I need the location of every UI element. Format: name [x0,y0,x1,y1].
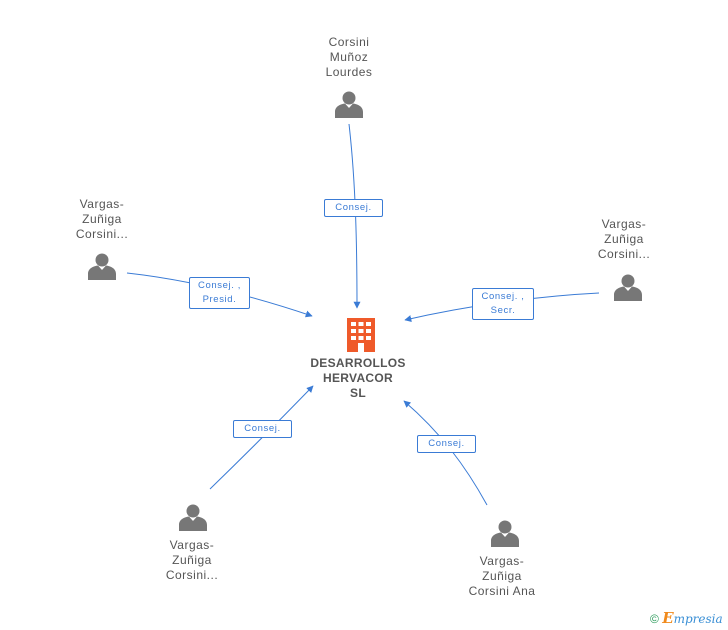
person-name-top[interactable]: Corsini Muñoz Lourdes [325,35,373,79]
person-icon[interactable] [614,274,642,302]
person-icon[interactable] [335,91,363,119]
edge-bottom-right [403,400,488,506]
person-icon[interactable] [179,504,207,532]
footer-credit: © Empresia [650,609,723,627]
edge-top [348,123,361,309]
role-badge-right[interactable]: Consej. , Secr. [472,288,534,320]
copyright-symbol: © [650,612,659,626]
role-badge-left[interactable]: Consej. , Presid. [189,277,250,309]
role-badge-bottom-right[interactable]: Consej. [417,435,476,453]
person-icon[interactable] [88,253,116,281]
empresia-logo[interactable]: Empresia [662,609,723,627]
company-name[interactable]: DESARROLLOS HERVACOR SL [310,356,406,400]
company-building-icon[interactable] [347,318,375,352]
person-name-left[interactable]: Vargas- Zuñiga Corsini... [75,197,129,241]
role-badge-top[interactable]: Consej. [324,199,383,217]
person-name-bottom-left[interactable]: Vargas- Zuñiga Corsini... [165,538,219,582]
role-badge-bottom-left[interactable]: Consej. [233,420,292,438]
person-icon[interactable] [491,520,519,548]
person-name-right[interactable]: Vargas- Zuñiga Corsini... [597,217,651,261]
person-name-bottom-right[interactable]: Vargas- Zuñiga Corsini Ana [468,554,536,598]
